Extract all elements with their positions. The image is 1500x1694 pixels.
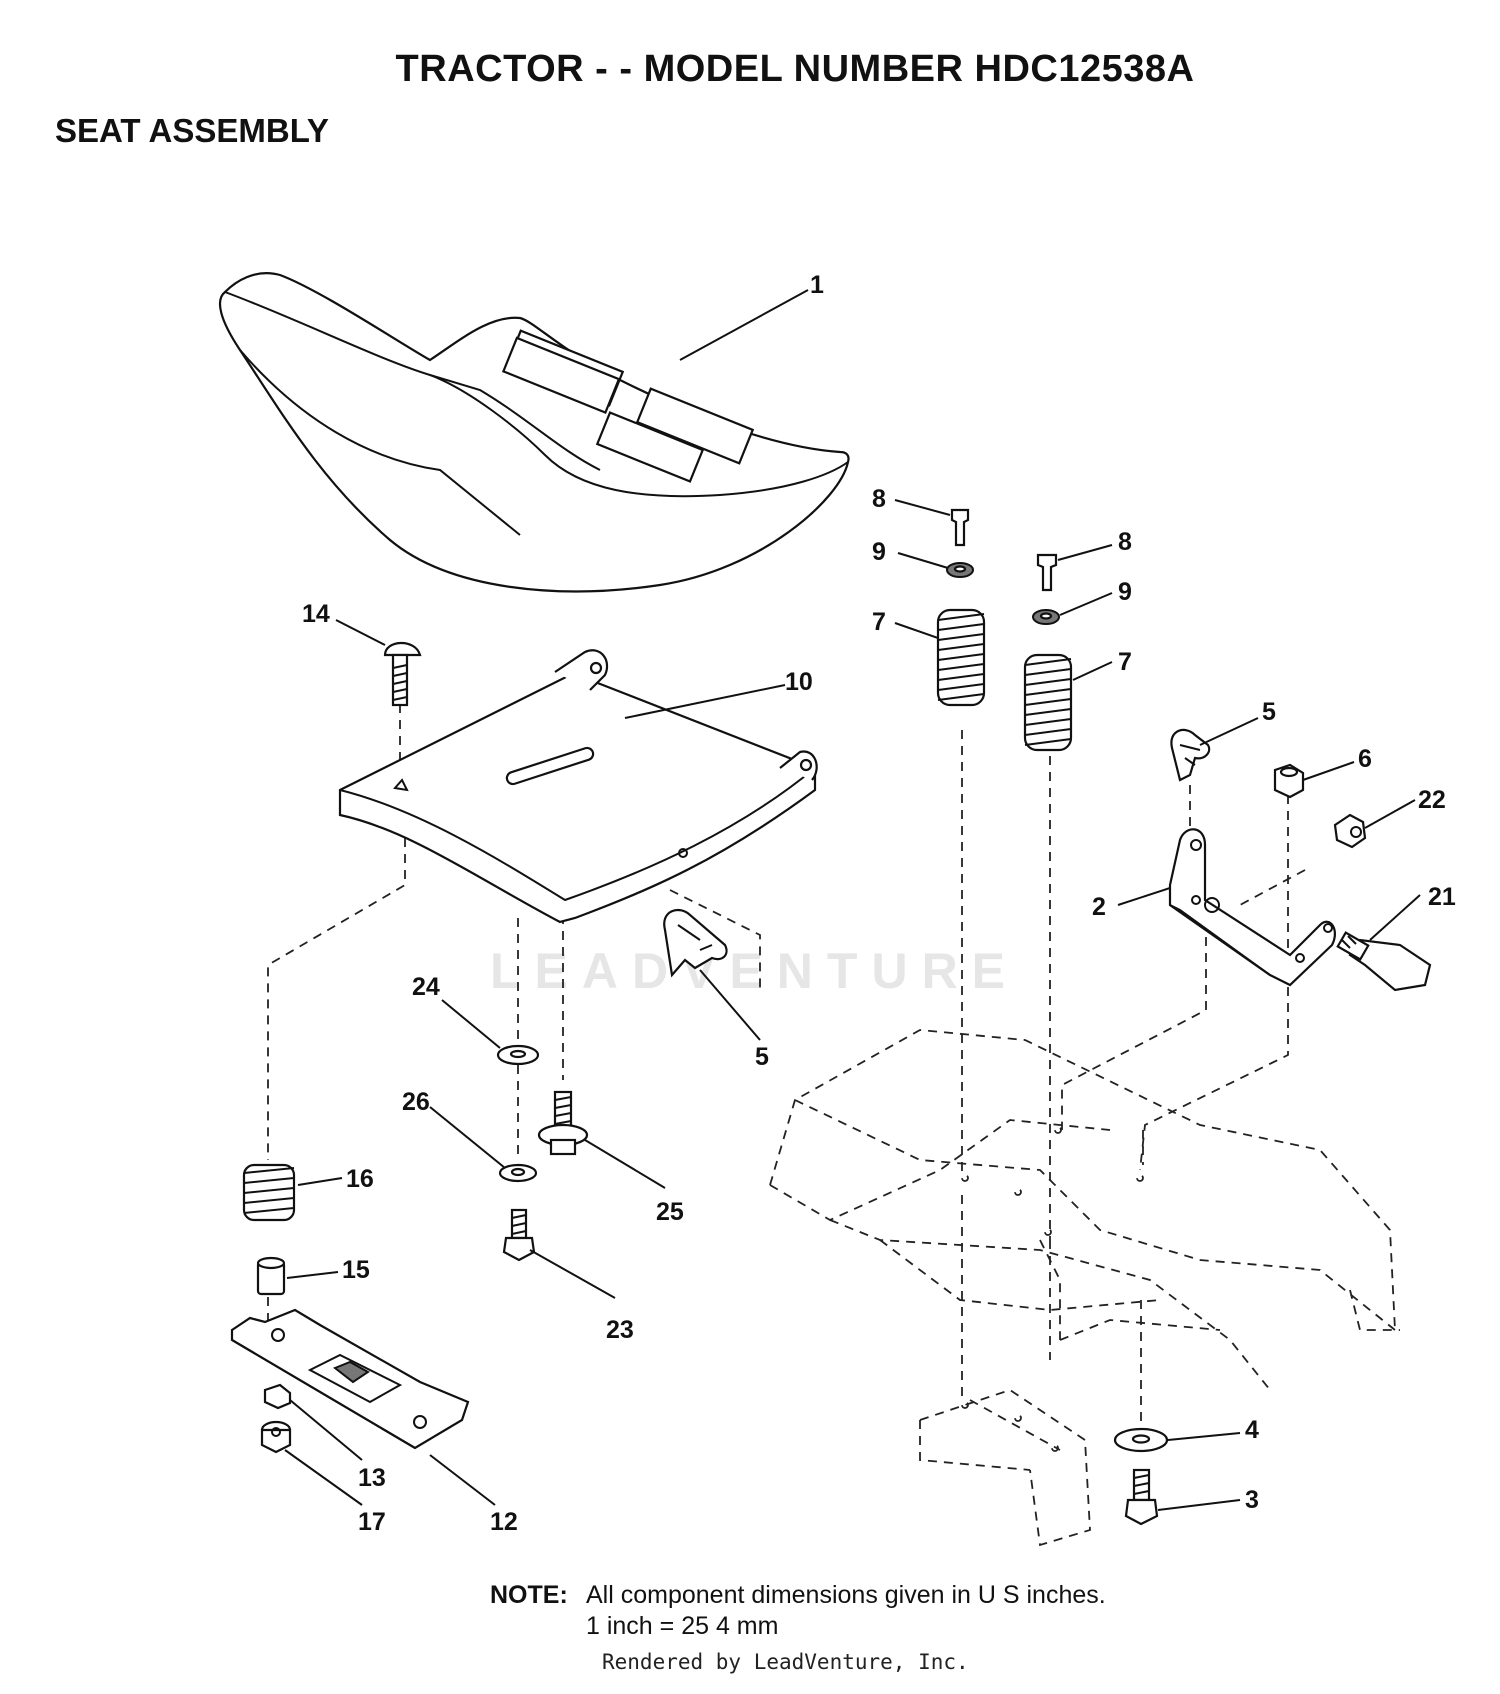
note-line-1: All component dimensions given in U S in…: [586, 1581, 1106, 1609]
callout-9-left: 9: [872, 538, 886, 566]
callout-5-left: 5: [755, 1043, 769, 1071]
callout-13: 13: [358, 1464, 386, 1492]
seat-pan-part: [338, 649, 818, 924]
callout-16: 16: [346, 1165, 374, 1193]
leader-lines: [284, 289, 1421, 1511]
callout-17: 17: [358, 1508, 386, 1536]
callout-12: 12: [490, 1508, 518, 1536]
callout-14: 14: [302, 600, 330, 628]
washer-26-part: [498, 1163, 538, 1183]
callout-7-left: 7: [872, 608, 886, 636]
callout-23: 23: [606, 1316, 634, 1344]
page-title: TRACTOR - - MODEL NUMBER HDC12538A: [395, 48, 1195, 90]
flange-bolt-part: [537, 1090, 589, 1156]
washer-4-part: [1113, 1427, 1169, 1453]
callout-24: 24: [412, 973, 440, 1001]
hex-nut-part: [1273, 763, 1305, 799]
assembly-lines: [267, 688, 1306, 1430]
callout-labels: 1 2 3 4 5 5 6 7 7 8 8 9 9 10 12 13 14 15…: [302, 271, 1456, 1536]
clip-right-part: [1170, 728, 1211, 782]
carriage-bolt-part: [383, 641, 422, 707]
lock-nut-part: [1333, 813, 1367, 849]
hex-bolt-23-part: [502, 1208, 536, 1262]
watermark-text: LEADVENTURE: [490, 943, 1019, 999]
callout-15: 15: [342, 1256, 370, 1284]
units-note: NOTE: All component dimensions given in U…: [490, 1580, 1106, 1642]
callout-8-right: 8: [1118, 528, 1132, 556]
tractor-frame-outline: [769, 1029, 1400, 1547]
washer-24-part: [496, 1044, 540, 1066]
spacer-part: [256, 1256, 286, 1296]
section-subtitle: SEAT ASSEMBLY: [55, 112, 329, 149]
shoulder-bolt-part: [1336, 931, 1432, 992]
callout-3: 3: [1245, 1486, 1259, 1514]
left-spring-stack: [936, 508, 986, 707]
nut-13-part: [263, 1383, 292, 1410]
render-credit: Rendered by LeadVenture, Inc.: [602, 1650, 969, 1674]
mounting-plate-part: [230, 1308, 470, 1450]
callout-26: 26: [402, 1088, 430, 1116]
callout-1: 1: [810, 271, 824, 299]
callout-8-left: 8: [872, 485, 886, 513]
callout-6: 6: [1358, 745, 1372, 773]
callout-21: 21: [1428, 883, 1456, 911]
note-text: All component dimensions given in U S in…: [586, 1580, 1106, 1642]
seat-part: [218, 272, 850, 593]
callout-10: 10: [785, 668, 813, 696]
callout-22: 22: [1418, 786, 1446, 814]
callout-4: 4: [1245, 1416, 1259, 1444]
callout-25: 25: [656, 1198, 684, 1226]
callout-9-right: 9: [1118, 578, 1132, 606]
spring-16-part: [242, 1163, 296, 1222]
hex-bolt-3-part: [1124, 1468, 1159, 1526]
callout-2: 2: [1092, 893, 1106, 921]
callout-7-right: 7: [1118, 648, 1132, 676]
note-label: NOTE:: [490, 1581, 568, 1609]
nut-17-part: [260, 1420, 292, 1454]
note-line-2: 1 inch = 25 4 mm: [586, 1612, 779, 1640]
clip-left-part: [663, 908, 728, 978]
right-spring-stack: [1023, 553, 1073, 752]
bracket-part: [1168, 828, 1336, 987]
callout-5-right: 5: [1262, 698, 1276, 726]
